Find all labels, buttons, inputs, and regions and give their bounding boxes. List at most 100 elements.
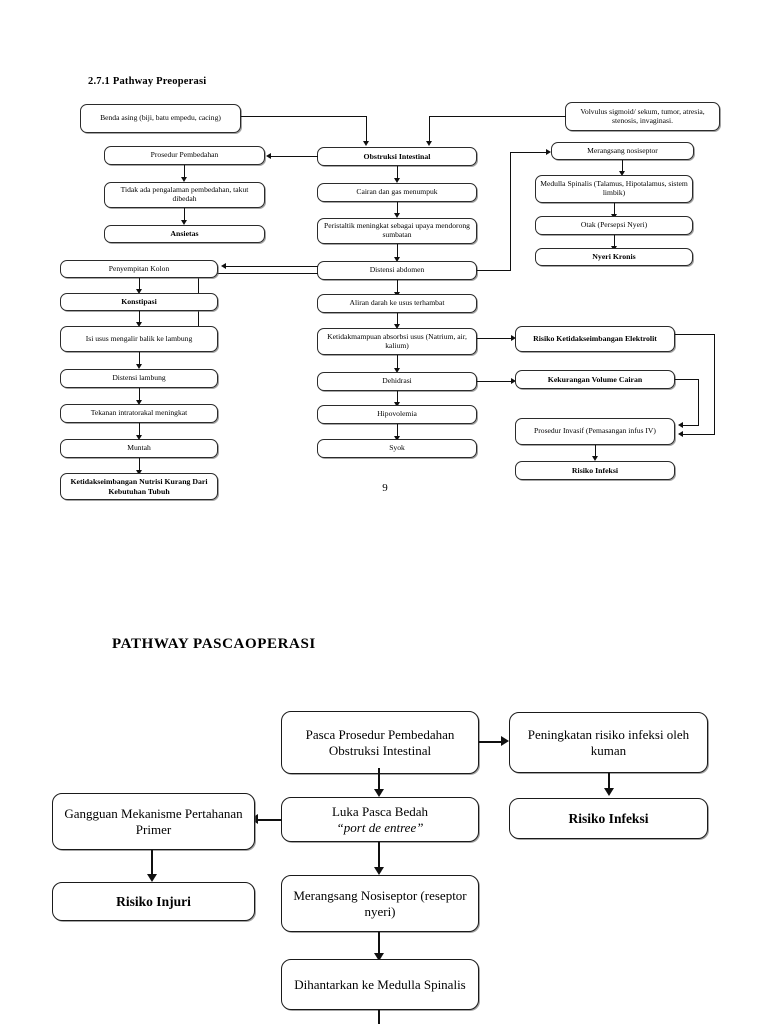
arrow-to-prosedur-pembedahan (266, 153, 271, 159)
connector-konstipasi-down (139, 311, 140, 323)
node-ketidakmampuan-absorbsi: Ketidakmampuan absorbsi usus (Natrium, a… (317, 328, 477, 355)
diagram1-heading: 2.7.1 Pathway Preoperasi (88, 76, 207, 87)
connector-distensi-to-nosiseptor-h2 (510, 152, 547, 153)
node-ansietas: Ansietas (104, 225, 265, 243)
arrow-kekurangan-to-invasif (678, 422, 683, 428)
connector-elektrolit-h (675, 334, 714, 335)
node-distensi-abdomen: Distensi abdomen (317, 261, 477, 280)
node-cairan-gas: Cairan dan gas menumpuk (317, 183, 477, 202)
connector-peningkatan-down (608, 773, 610, 789)
connector-distensi-to-nosiseptor-h1 (477, 270, 510, 271)
connector-medulla-down (614, 203, 615, 215)
connector-otak-down (614, 235, 615, 247)
connector-elektrolit-h2 (683, 434, 715, 435)
connector-benda-asing-v (366, 116, 367, 142)
diagram2-heading: PATHWAY PASCAOPERASI (112, 636, 316, 652)
connector-benda-asing-h (241, 116, 366, 117)
connector-distensi-to-nosiseptor-v (510, 152, 511, 271)
arrow-to-ketidakseimbangan-nutrisi (136, 470, 142, 475)
arrow-to-isi-usus-node (136, 322, 142, 327)
arrow-to-muntah (136, 435, 142, 440)
arrow-to-merangsang-nosiseptor (546, 149, 551, 155)
arrow-to-risiko-infeksi-2 (604, 788, 614, 796)
connector-dehidrasi-down (397, 391, 398, 403)
node-muntah: Muntah (60, 439, 218, 458)
connector-kekurangan-v (698, 379, 699, 425)
connector-kekurangan-h2 (683, 425, 699, 426)
connector-obstruksi-to-prosedur (271, 156, 318, 157)
arrow-to-luka-pasca-bedah (374, 789, 384, 797)
arrow-elektrolit-to-invasif (678, 431, 683, 437)
node-benda-asing: Benda asing (biji, batu empedu, cacing) (80, 104, 241, 133)
node-hipovolemia: Hipovolemia (317, 405, 477, 424)
connector-cairan-down (397, 202, 398, 214)
arrow-to-distensi-abdomen (394, 257, 400, 262)
node-merangsang-nosiseptor: Merangsang nosiseptor (551, 142, 694, 160)
connector-peristaltik-down (397, 244, 398, 258)
connector-obstruksi-down (397, 166, 398, 179)
arrow-to-kekurangan-volume (511, 378, 516, 384)
node-dehidrasi: Dehidrasi (317, 372, 477, 391)
connector-distensi-to-penyempitan (226, 266, 318, 267)
connector-gangguan-down (151, 850, 153, 875)
arrow-to-obstruksi-left (363, 141, 369, 146)
connector-pasca-down (378, 768, 380, 790)
node-dihantarkan: Dihantarkan ke Medulla Spinalis (281, 959, 479, 1010)
connector-distensi-to-isiusus-h1 (198, 273, 318, 274)
node-risiko-injuri: Risiko Injuri (52, 882, 255, 921)
arrow-to-cairan-gas (394, 178, 400, 183)
connector-hipovolemia-down (397, 424, 398, 437)
connector-pengalaman-down (184, 208, 185, 221)
arrow-to-obstruksi-right (426, 141, 432, 146)
node-kekurangan-volume-cairan: Kekurangan Volume Cairan (515, 370, 675, 389)
node-syok: Syok (317, 439, 477, 458)
connector-distensi-down (397, 280, 398, 293)
node-medulla-spinalis: Medulla Spinalis (Talamus, Hipotalamus, … (535, 175, 693, 203)
connector-volvulus-v (429, 116, 430, 142)
connector-absorbsi-to-elektrolit (477, 338, 513, 339)
arrow-to-distensi-lambung (136, 364, 142, 369)
arrow-to-peningkatan-risiko (501, 736, 509, 746)
connector-muntah-down (139, 458, 140, 471)
connector-luka-to-gangguan (258, 819, 282, 821)
arrow-to-ketidakmampuan (394, 324, 400, 329)
node-aliran-darah: Aliran darah ke usus terhambat (317, 294, 477, 313)
arrow-to-tidak-ada-pengalaman (181, 177, 187, 182)
node-otak: Otak (Persepsi Nyeri) (535, 216, 693, 235)
arrow-to-tekanan-intratorakal (136, 400, 142, 405)
node-prosedur-pembedahan: Prosedur Pembedahan (104, 146, 265, 165)
node-nyeri-kronis: Nyeri Kronis (535, 248, 693, 266)
connector-isiusus-down (139, 352, 140, 365)
connector-luka-down (378, 842, 380, 868)
node-ketidakseimbangan-nutrisi: Ketidakseimbangan Nutrisi Kurang Dari Ke… (60, 473, 218, 500)
arrow-to-hipovolemia (394, 402, 400, 407)
node-tidak-ada-pengalaman: Tidak ada pengalaman pembedahan, takut d… (104, 182, 265, 208)
arrow-to-merangsang-nosiseptor-2 (374, 867, 384, 875)
page-number: 9 (382, 482, 388, 494)
luka-pasca-bedah-label: Luka Pasca Bedah (331, 804, 429, 820)
node-risiko-elektrolit: Risiko Ketidakseimbangan Elektrolit (515, 326, 675, 352)
node-tekanan-intratorakal: Tekanan intratorakal meningkat (60, 404, 218, 423)
connector-pasca-to-peningkatan (479, 741, 503, 743)
arrow-to-risiko-infeksi-1 (592, 456, 598, 461)
arrow-to-dehidrasi (394, 368, 400, 373)
node-peningkatan-risiko: Peningkatan risiko infeksi oleh kuman (509, 712, 708, 773)
luka-pasca-bedah-quote: “port de entree” (336, 819, 424, 835)
arrow-to-dihantarkan (374, 953, 384, 961)
connector-dehidrasi-to-kekurangan (477, 381, 513, 382)
connector-prosedur-down (184, 165, 185, 178)
arrow-to-penyempitan-kolon (221, 263, 226, 269)
node-volvulus: Volvulus sigmoid/ sekum, tumor, atresia,… (565, 102, 720, 131)
arrow-to-risiko-injuri (147, 874, 157, 882)
node-risiko-infeksi-2: Risiko Infeksi (509, 798, 708, 839)
arrow-to-konstipasi (136, 289, 142, 294)
arrow-to-medulla-spinalis (619, 171, 625, 176)
arrow-to-syok (394, 436, 400, 441)
connector-invasif-down (595, 445, 596, 457)
connector-nosiseptor-down (622, 160, 623, 172)
node-merangsang-nosiseptor-2: Merangsang Nosiseptor (reseptor nyeri) (281, 875, 479, 932)
connector-volvulus-h (429, 116, 566, 117)
node-pasca-prosedur: Pasca Prosedur Pembedahan Obstruksi Inte… (281, 711, 479, 774)
arrow-to-ansietas (181, 220, 187, 225)
node-gangguan-mekanisme: Gangguan Mekanisme Pertahanan Primer (52, 793, 255, 850)
